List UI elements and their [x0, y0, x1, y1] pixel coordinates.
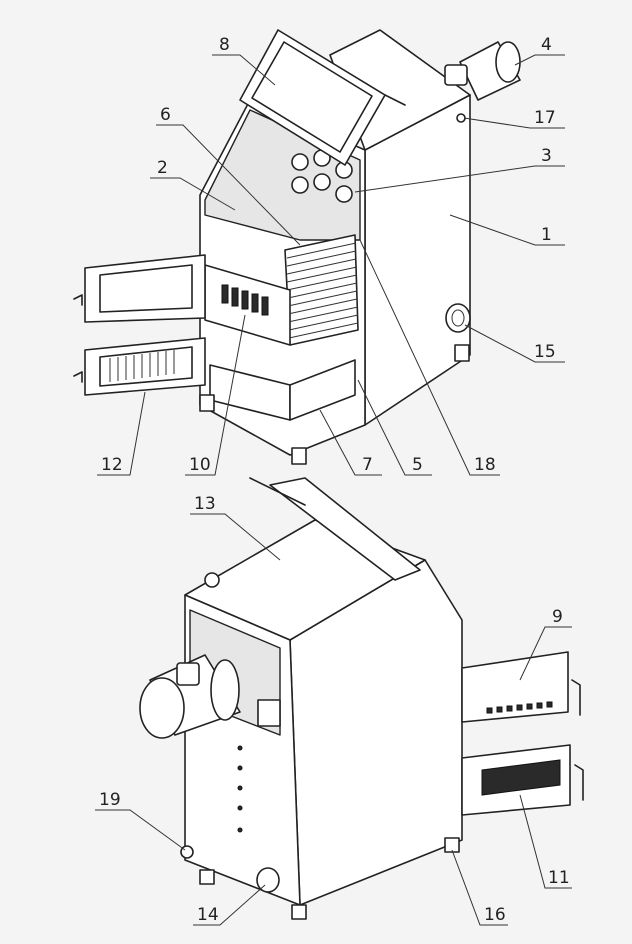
boiler-front-view	[73, 29, 521, 465]
boiler-side-panel	[364, 94, 471, 426]
flue-slot	[257, 699, 281, 727]
boiler-rear-view	[139, 477, 584, 920]
grate-lines	[286, 242, 359, 339]
legs-top	[199, 344, 470, 465]
callout-labels: 8 6 2 4 17 3 1 15 18 5 7 10 12 13 9 19 1…	[99, 35, 570, 925]
callout-8: 8	[219, 35, 230, 55]
callout-7: 7	[362, 455, 373, 475]
pipe-bank	[291, 149, 353, 203]
rear-open-lid	[269, 477, 421, 581]
rear-lower-door	[461, 744, 584, 816]
lid-handle	[384, 94, 406, 106]
callout-2: 2	[157, 158, 168, 178]
top-port	[204, 572, 220, 588]
callout-19: 19	[99, 790, 121, 810]
lid-window	[251, 41, 373, 153]
sensor-port	[456, 113, 466, 123]
callout-5: 5	[412, 455, 423, 475]
callout-leaders	[95, 54, 572, 926]
flue-outlet	[444, 41, 521, 101]
callout-15: 15	[534, 342, 556, 362]
callout-16: 16	[484, 905, 506, 925]
callout-11: 11	[548, 868, 570, 888]
rear-flue-pipe	[139, 654, 241, 739]
air-slots	[221, 284, 269, 316]
upper-door	[73, 254, 206, 323]
callout-17: 17	[534, 108, 556, 128]
callout-13: 13	[194, 494, 216, 514]
rear-rivets	[237, 745, 243, 833]
callout-12: 12	[101, 455, 123, 475]
return-port	[445, 303, 471, 333]
callout-3: 3	[541, 146, 552, 166]
rear-upper-door	[461, 651, 581, 723]
legs-bottom	[199, 837, 460, 920]
callout-1: 1	[541, 225, 552, 245]
supply-port	[256, 867, 280, 893]
callout-10: 10	[189, 455, 211, 475]
ash-pan-front	[289, 359, 356, 421]
callout-14: 14	[197, 905, 219, 925]
callout-9: 9	[552, 607, 563, 627]
callout-18: 18	[474, 455, 496, 475]
lower-door	[73, 337, 206, 396]
callout-6: 6	[160, 105, 171, 125]
callout-4: 4	[541, 35, 552, 55]
